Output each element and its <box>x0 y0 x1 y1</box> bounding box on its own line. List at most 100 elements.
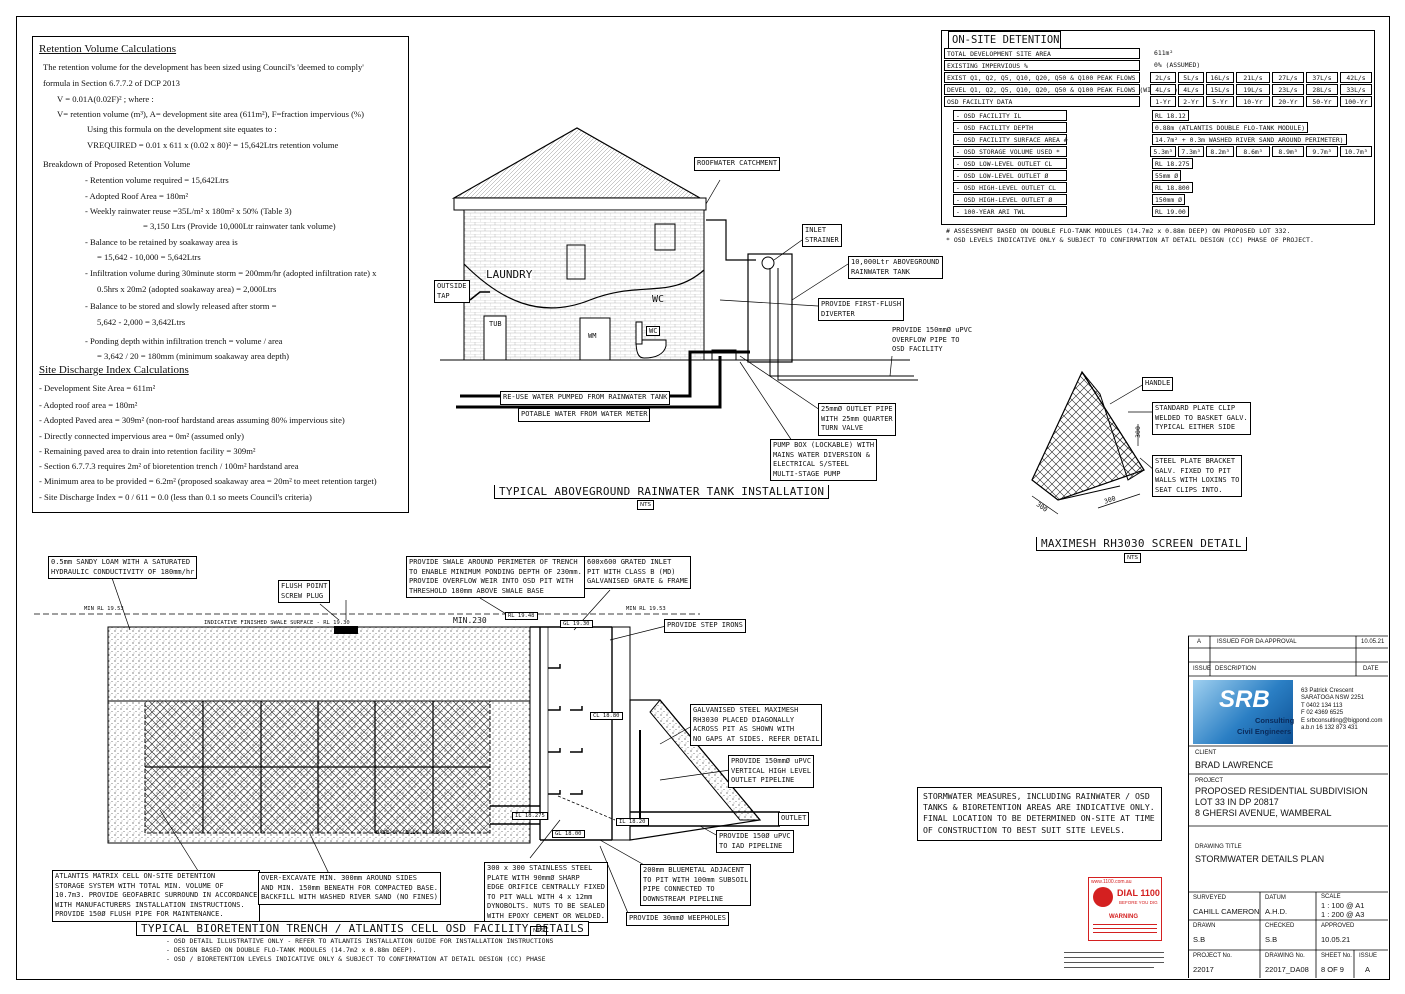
approved-value: 10.05.21 <box>1321 935 1351 944</box>
project-no-header: PROJECT No. <box>1193 953 1232 959</box>
scale-header: SCALE <box>1321 894 1341 900</box>
dial-warning: WARNING <box>1109 914 1138 920</box>
tank-installation-drawing <box>440 127 918 409</box>
osd-row-label: EXIST Q1, Q2, Q5, Q10, Q20, Q50 & Q100 P… <box>944 72 1140 83</box>
osd-flow-cell: 8.9m³ <box>1272 146 1304 157</box>
logo-civil: Civil Engineers <box>1237 727 1292 736</box>
label-swale: PROVIDE SWALE AROUND PERIMETER OF TRENCH… <box>406 556 585 598</box>
sdi-line: - Section 6.7.7.3 requires 2m² of bioret… <box>39 461 299 471</box>
retention-calculations: Retention Volume Calculations The retent… <box>32 36 409 513</box>
address-line: F 02 4369 6525 <box>1301 710 1344 716</box>
osd-flow-cell: 100-Yr <box>1340 96 1372 107</box>
address-line: a.b.n 16 132 873 431 <box>1301 725 1358 731</box>
label-outlet-pipe: 25mmØ OUTLET PIPE WITH 25mm QUARTER TURN… <box>818 403 896 436</box>
osd-row-label: - 100-YEAR ARI TWL <box>953 206 1067 217</box>
retention-line: The retention volume for the development… <box>43 62 364 72</box>
osd-flow-cell: 1-Yr <box>1150 96 1176 107</box>
osd-flow-cell: 5.3m³ <box>1150 146 1176 157</box>
sdi-line: - Adopted roof area = 180m² <box>39 400 138 410</box>
drawn-value: S.B <box>1193 935 1206 944</box>
trench-note: - DESIGN BASED ON DOUBLE FLO-TANK MODULE… <box>166 946 417 954</box>
project-header: PROJECT <box>1195 778 1224 784</box>
maximesh-drawing <box>1031 370 1155 515</box>
label-flush-point: FLUSH POINT SCREW PLUG <box>278 580 331 603</box>
osd-flow-cell: 5L/s <box>1178 72 1204 83</box>
osd-flow-cell: 20-Yr <box>1272 96 1304 107</box>
osd-flow-cell: 8.6m³ <box>1236 146 1270 157</box>
osd-flow-cell: 37L/s <box>1306 72 1338 83</box>
label-potable-water: POTABLE WATER FROM WATER METER <box>518 408 651 422</box>
osd-row-value: 55mm Ø <box>1152 170 1182 181</box>
project-line: PROPOSED RESIDENTIAL SUBDIVISION <box>1195 786 1368 796</box>
retention-line: Breakdown of Proposed Retention Volume <box>43 159 191 169</box>
osd-flow-cell: 19L/s <box>1236 84 1270 95</box>
label-il-1820: IL 18.20 <box>616 818 649 826</box>
dial-sub: BEFORE YOU DIG <box>1119 900 1158 905</box>
label-maximesh: GALVANISED STEEL MAXIMESH RH3030 PLACED … <box>690 704 823 746</box>
screen-nts: NTS <box>1124 553 1141 563</box>
osd-row-label: - OSD STORAGE VOLUME USED * <box>953 146 1067 157</box>
trench-note: - OSD DETAIL ILLUSTRATIVE ONLY - REFER T… <box>166 937 554 945</box>
project-line: LOT 33 IN DP 20817 <box>1195 797 1279 807</box>
title-block-grid <box>1188 635 1388 978</box>
osd-row-label: - OSD LOW-LEVEL OUTLET CL <box>953 158 1067 169</box>
tank-title: TYPICAL ABOVEGROUND RAINWATER TANK INSTA… <box>494 485 830 499</box>
osd-flow-cell: 16L/s <box>1206 72 1234 83</box>
osd-flow-cell: 50-Yr <box>1306 96 1338 107</box>
retention-line: V= retention volume (m³), A= development… <box>57 109 364 119</box>
retention-line: V = 0.01A(0.02F)² ; where : <box>57 94 154 104</box>
sdi-line: - Directly connected impervious area = 0… <box>39 431 245 441</box>
osd-row-value: RL 18.12 <box>1152 110 1189 121</box>
label-iad-pipeline: PROVIDE 150Ø uPVC TO IAD PIPELINE <box>716 830 794 853</box>
retention-line: = 3,150 Ltrs (Provide 10,000Ltr rainwate… <box>143 221 336 231</box>
retention-line: = 3,642 / 20 = 180mm (minimum soakaway a… <box>97 351 290 361</box>
issue-no-value: A <box>1365 965 1371 974</box>
label-inlet-strainer: INLET STRAINER <box>802 224 842 247</box>
label-gl-1930: GL 19.30 <box>560 620 593 628</box>
title-block: A ISSUED FOR DA APPROVAL 10.05.21 ISSUE … <box>1188 636 1389 978</box>
scale-value: 1 : 200 @ A3 <box>1321 910 1365 919</box>
label-wm: WM <box>588 332 597 340</box>
label-orifice-plate: 300 x 300 STAINLESS STEEL PLATE WITH 90m… <box>484 862 609 923</box>
datum-value: A.H.D. <box>1265 907 1288 916</box>
drawn-header: DRAWN <box>1193 923 1216 929</box>
datum-header: DATUM <box>1265 895 1286 901</box>
label-tank: 10,000Ltr ABOVEGROUND RAINWATER TANK <box>848 256 943 279</box>
sdi-line: - Adopted Paved area = 309m² (non-roof h… <box>39 415 345 425</box>
drawing-title-header: DRAWING TITLE <box>1195 844 1242 850</box>
retention-line: = 15,642 - 10,000 = 5,642Ltrs <box>97 252 201 262</box>
label-min-rl-right: MIN RL 19.53 <box>626 606 666 612</box>
osd-row-label: - OSD FACILITY IL <box>953 110 1067 121</box>
osd-row-label: - OSD HIGH-LEVEL OUTLET CL <box>953 182 1067 193</box>
description-header: DESCRIPTION <box>1215 666 1257 672</box>
osd-row-value: 0% (ASSUMED) <box>1152 60 1203 71</box>
drawing-title: STORMWATER DETAILS PLAN <box>1195 854 1325 864</box>
drawing-frame <box>16 16 1390 980</box>
label-first-flush: PROVIDE FIRST-FLUSH DIVERTER <box>818 298 905 321</box>
retention-line: Using this formula on the development si… <box>87 124 277 134</box>
tank-nts: NTS <box>637 500 654 510</box>
osd-row-label: - OSD FACILITY DEPTH <box>953 122 1067 133</box>
logo-consulting: Consulting <box>1255 716 1295 725</box>
osd-row-value: RL 19.00 <box>1152 206 1189 217</box>
approved-header: APPROVED <box>1321 923 1355 929</box>
trench-note: - OSD / BIORETENTION LEVELS INDICATIVE O… <box>166 955 546 963</box>
screen-title: MAXIMESH RH3030 SCREEN DETAIL <box>1036 537 1247 551</box>
retention-line: - Adopted Roof Area = 180m² <box>85 191 189 201</box>
address-line: SARATOGA NSW 2251 <box>1301 695 1365 701</box>
sdi-line: - Development Site Area = 611m² <box>39 383 156 393</box>
label-step-irons: PROVIDE STEP IRONS <box>664 619 746 633</box>
label-plate-clip: STANDARD PLATE CLIP WELDED TO BASKET GAL… <box>1152 402 1251 435</box>
label-roofwater-catchment: ROOFWATER CATCHMENT <box>694 157 781 171</box>
osd-row-label: EXISTING IMPERVIOUS % <box>944 60 1140 71</box>
osd-row-label: TOTAL DEVELOPMENT SITE AREA <box>944 48 1140 59</box>
srb-logo: SRB Consulting Civil Engineers <box>1193 680 1295 744</box>
label-rl-1948: RL 19.48 <box>505 612 538 620</box>
sdi-line: - Remaining paved area to drain into ret… <box>39 446 256 456</box>
label-gl-1800: GL 18.00 <box>552 830 585 838</box>
label-swale-surface: INDICATIVE FINISHED SWALE SURFACE - RL 1… <box>204 620 350 626</box>
sheet-value: 8 OF 9 <box>1321 965 1344 974</box>
osd-note: * OSD LEVELS INDICATIVE ONLY & SUBJECT T… <box>946 236 1314 244</box>
dim-300-height: 300 <box>1133 426 1142 438</box>
label-laundry: LAUNDRY <box>486 268 533 281</box>
